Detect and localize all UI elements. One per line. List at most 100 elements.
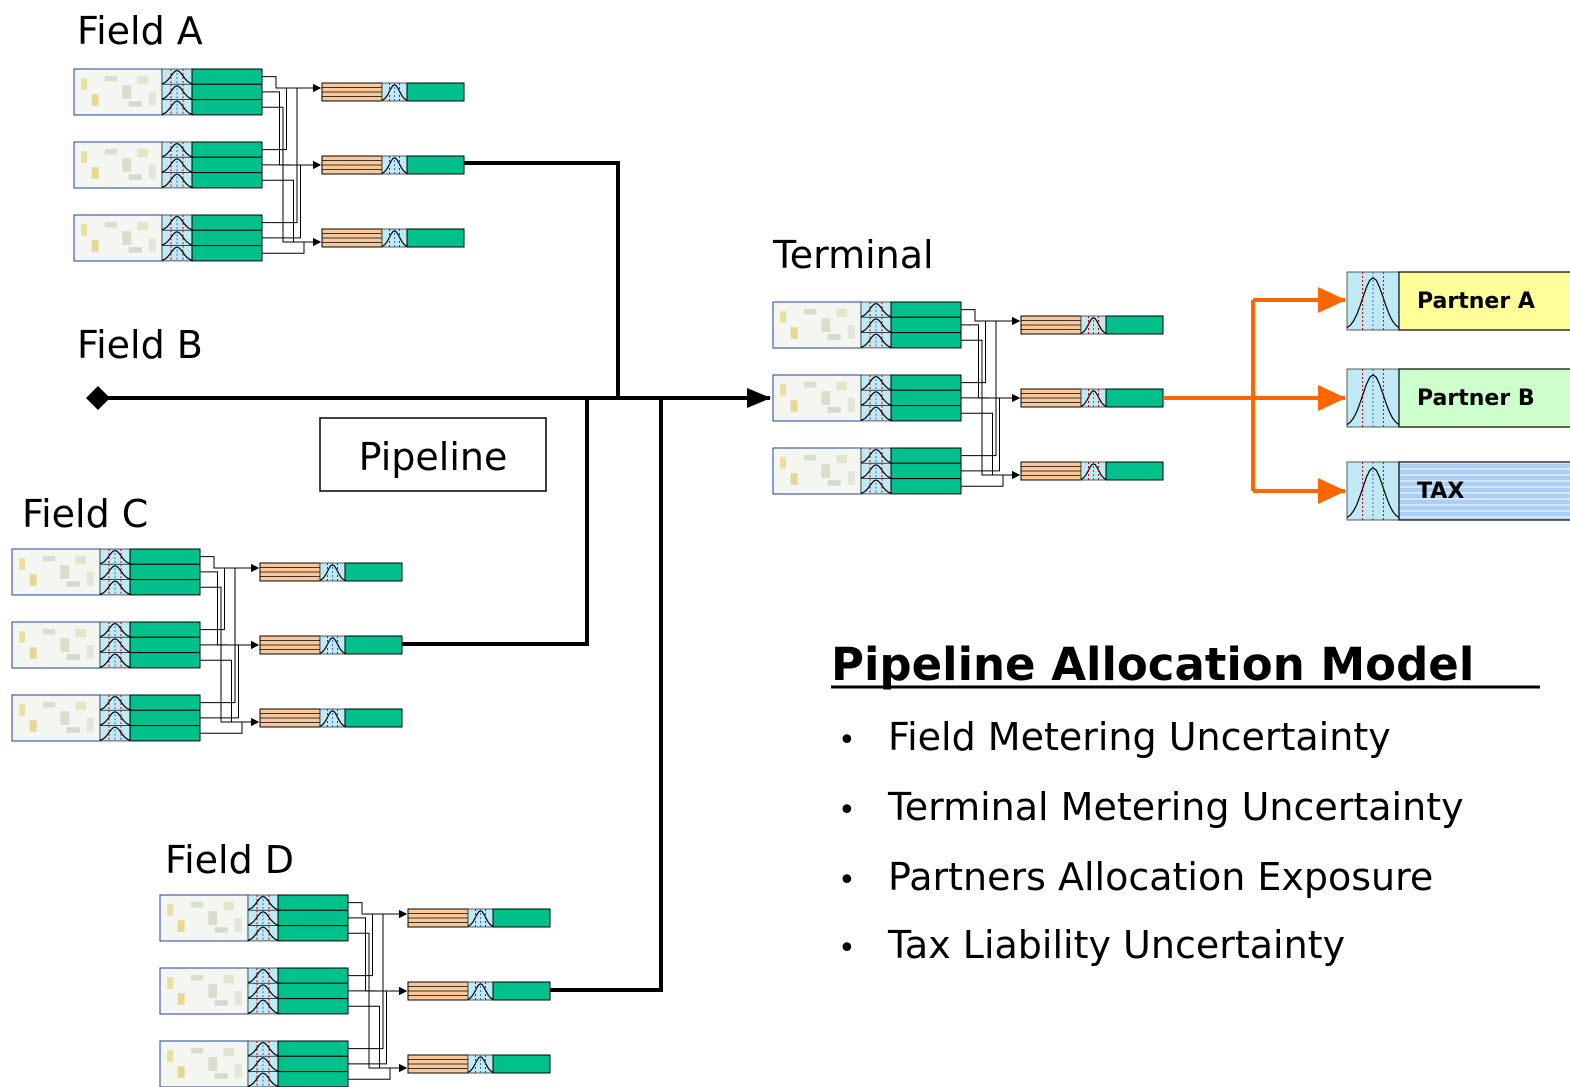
wire: [348, 917, 407, 995]
field-b-source-diamond: [86, 386, 110, 410]
thumbnail-detail: [91, 94, 99, 106]
thumbnail-detail: [104, 75, 118, 82]
thumbnail-detail: [177, 993, 185, 1005]
meter-distribution-icon: [161, 214, 193, 231]
wire: [262, 76, 321, 92]
meter-output-bar: [191, 172, 263, 189]
collector-output-bar: [344, 635, 403, 655]
meter-thumbnail: [11, 621, 101, 669]
wire: [200, 718, 259, 734]
thumbnail-detail: [122, 85, 132, 99]
meter-output-bar: [277, 998, 349, 1015]
wire: [200, 564, 259, 631]
partner-box-tax: TAX: [1346, 461, 1570, 521]
collector-output-bar: [344, 708, 403, 728]
meter-wiring: [961, 309, 1020, 487]
collector-output-bar: [1105, 461, 1164, 481]
meter-wiring: [262, 76, 321, 254]
thumbnail-detail: [42, 628, 56, 635]
collector-output-bar: [492, 1054, 551, 1074]
meter-row: [73, 68, 263, 116]
meter-distribution-icon: [99, 563, 131, 580]
thumbnail-detail: [847, 325, 855, 339]
meter-wiring: [348, 902, 407, 1080]
meter-output-bar: [890, 462, 962, 480]
collector-meter: [259, 708, 403, 728]
meter-thumbnail: [73, 68, 163, 116]
partner-fill: [1398, 461, 1570, 521]
meter-distribution-icon: [860, 447, 892, 464]
thumbnail-detail: [836, 454, 847, 464]
meter-row: [11, 694, 201, 742]
meter-distribution-icon: [161, 172, 193, 189]
thumbnail-detail: [803, 308, 817, 315]
thumbnail-detail: [66, 727, 80, 733]
thumbnail-detail: [137, 148, 148, 158]
meter-output-bar: [277, 909, 349, 927]
thumbnail-detail: [167, 904, 174, 916]
meter-row: [11, 621, 201, 669]
collector-meter: [259, 562, 403, 582]
thumbnail-detail: [29, 720, 37, 732]
meter-output-bar: [890, 374, 962, 391]
collector-distribution-icon: [319, 635, 346, 655]
thumbnail-detail: [836, 308, 847, 318]
collector-distribution-icon: [381, 155, 408, 175]
thumbnail-detail: [780, 384, 787, 396]
thumbnail-detail: [208, 1057, 218, 1071]
meter-row: [73, 141, 263, 189]
thumbnail-detail: [29, 647, 37, 659]
meter-output-bar: [129, 694, 201, 711]
meter-output-bar: [191, 229, 263, 247]
meter-thumbnail: [159, 894, 249, 942]
meter-distribution-icon: [247, 967, 279, 984]
meter-row: [159, 1040, 349, 1087]
bullet-dot: •: [838, 863, 856, 898]
meter-distribution-icon: [99, 694, 131, 711]
allocation-arrows: [1163, 287, 1346, 504]
thumbnail-detail: [177, 1066, 185, 1078]
thumbnail-detail: [223, 901, 234, 911]
collector-output-bar: [1105, 388, 1164, 408]
meter-output-bar: [191, 214, 263, 231]
thumbnail-detail: [91, 240, 99, 252]
meter-output-bar: [277, 1071, 349, 1087]
thumbnail-detail: [148, 238, 156, 252]
thumbnail-detail: [29, 574, 37, 586]
terminal-label: Terminal: [772, 233, 934, 277]
thumbnail-detail: [167, 977, 174, 989]
meter-row: [772, 447, 962, 495]
thumbnail-detail: [780, 311, 787, 323]
thumbnail-detail: [128, 247, 142, 253]
thumbnail-detail: [81, 151, 88, 163]
partner-box-partner-b: Partner B: [1346, 368, 1570, 428]
meter-distribution-icon: [247, 909, 279, 926]
meter-distribution-icon: [247, 1071, 279, 1087]
thumbnail-detail: [208, 984, 218, 998]
meter-distribution-icon: [99, 621, 131, 638]
wire: [262, 91, 321, 169]
meter-distribution-icon: [99, 636, 131, 653]
meter-row: [772, 301, 962, 349]
thumbnail-detail: [190, 901, 204, 908]
thumbnail-detail: [803, 381, 817, 388]
thumbnail-detail: [827, 480, 841, 486]
meter-output-bar: [129, 621, 201, 638]
meter-output-bar: [191, 156, 263, 174]
meter-output-bar: [129, 652, 201, 669]
meter-output-bar: [191, 68, 263, 85]
meter-output-bar: [129, 709, 201, 727]
collector-meter: [259, 635, 403, 655]
meter-thumbnail: [159, 967, 249, 1015]
partner-distribution-icon: [1346, 271, 1400, 331]
meter-row: [159, 967, 349, 1015]
meter-distribution-icon: [247, 894, 279, 911]
wire: [200, 641, 259, 719]
wire: [961, 394, 1020, 472]
meter-output-bar: [129, 563, 201, 581]
field-d-pipe: [548, 398, 663, 992]
wire: [200, 659, 259, 726]
meter-wiring: [200, 556, 259, 734]
partner-label: Partner A: [1417, 289, 1535, 314]
meter-distribution-icon: [247, 925, 279, 942]
